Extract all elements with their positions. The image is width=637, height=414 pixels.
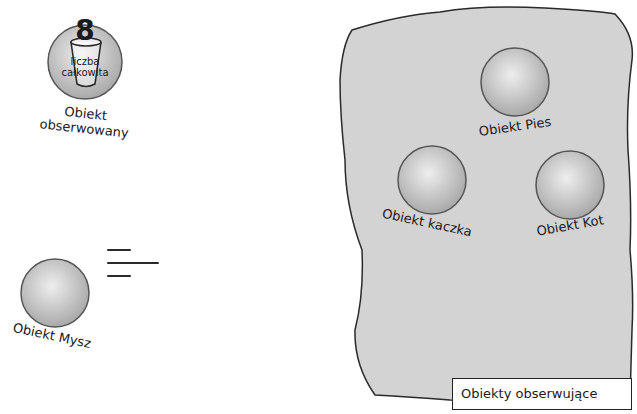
object-ball <box>21 259 89 327</box>
group-label: Obiekty obserwujące <box>452 378 632 410</box>
value-number: 8 <box>70 16 100 46</box>
type-label: liczba całkowita <box>55 56 115 78</box>
observed-object: 8liczba całkowitaObiekt obserwowany <box>47 24 123 100</box>
dog-object: Obiekt Pies <box>480 47 550 117</box>
object-label: Obiekt obserwowany <box>16 99 154 143</box>
group-blob <box>340 7 633 405</box>
motion-line <box>108 249 130 251</box>
object-ball <box>481 48 549 116</box>
duck-object: Obiekt kaczka <box>397 145 467 215</box>
object-ball <box>536 151 604 219</box>
object-ball <box>398 146 466 214</box>
circle-outline <box>20 258 90 328</box>
circle-outline <box>397 145 467 215</box>
circle-outline <box>535 150 605 220</box>
motion-line <box>108 275 130 277</box>
circle-outline <box>480 47 550 117</box>
motion-line <box>108 262 158 264</box>
motion-lines <box>108 250 158 276</box>
cat-object: Obiekt Kot <box>535 150 605 220</box>
observers-group: Obiekty obserwujące Obiekt PiesObiekt kac… <box>340 5 637 410</box>
mouse-object: Obiekt Mysz <box>20 258 90 328</box>
